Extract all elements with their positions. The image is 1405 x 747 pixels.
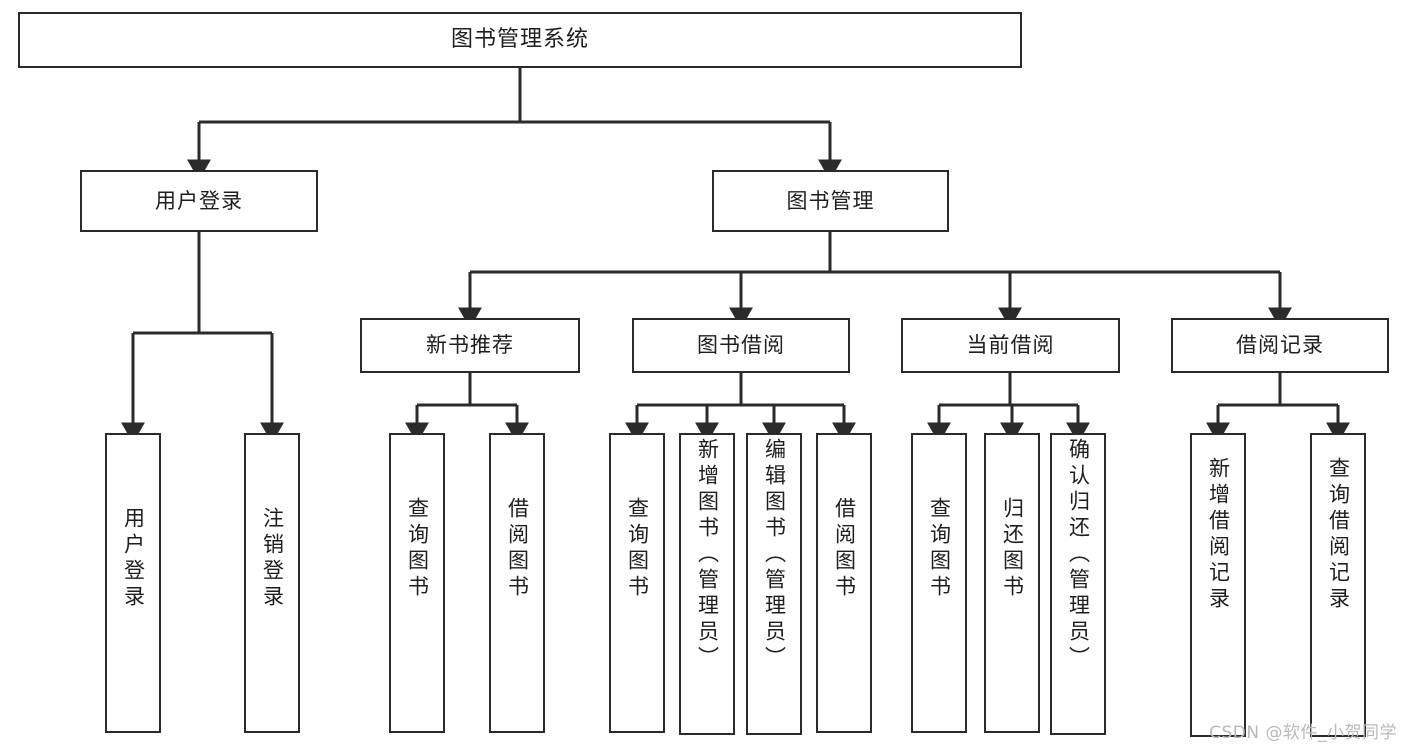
node-new-book-rec-label: 新书推荐: [426, 333, 514, 358]
node-leaf-confirm-return-label: 确认归还（管理员）: [1066, 438, 1091, 672]
node-leaf-add-record-label: 新增借阅记录: [1206, 457, 1231, 613]
node-leaf-logout-label: 注销登录: [260, 507, 285, 611]
node-book-borrow-label: 图书借阅: [697, 333, 785, 358]
node-leaf-query-book-1-label: 查询图书: [405, 497, 430, 601]
node-current-borrow-label: 当前借阅: [966, 333, 1055, 358]
node-leaf-query-book-2-label: 查询图书: [625, 497, 650, 601]
node-leaf-query-book-1[interactable]: 查询图书: [389, 433, 445, 733]
node-root-label: 图书管理系统: [450, 27, 589, 53]
node-borrow-record-label: 借阅记录: [1236, 333, 1324, 358]
node-leaf-borrow-book-2[interactable]: 借阅图书: [816, 433, 872, 733]
node-leaf-borrow-book-1-label: 借阅图书: [505, 497, 530, 601]
node-leaf-borrow-book-2-label: 借阅图书: [832, 497, 857, 601]
node-book-manage[interactable]: 图书管理: [712, 170, 949, 232]
node-user-login-label: 用户登录: [155, 188, 243, 213]
node-current-borrow[interactable]: 当前借阅: [901, 318, 1120, 373]
node-root[interactable]: 图书管理系统: [18, 12, 1022, 68]
node-leaf-borrow-book-1[interactable]: 借阅图书: [489, 433, 545, 733]
node-new-book-rec[interactable]: 新书推荐: [360, 318, 580, 373]
node-book-manage-label: 图书管理: [786, 188, 875, 213]
node-leaf-query-record[interactable]: 查询借阅记录: [1310, 433, 1366, 737]
node-user-login[interactable]: 用户登录: [80, 170, 318, 232]
node-leaf-edit-book[interactable]: 编辑图书（管理员）: [746, 433, 802, 735]
node-leaf-logout[interactable]: 注销登录: [244, 433, 300, 733]
watermark: CSDN @软件_小贺同学: [1209, 723, 1397, 743]
node-borrow-record[interactable]: 借阅记录: [1171, 318, 1389, 373]
node-leaf-add-record[interactable]: 新增借阅记录: [1190, 433, 1246, 737]
node-leaf-return-book-label: 归还图书: [1000, 497, 1025, 601]
node-leaf-return-book[interactable]: 归还图书: [984, 433, 1040, 733]
node-leaf-edit-book-label: 编辑图书（管理员）: [762, 438, 787, 672]
node-leaf-user-login[interactable]: 用户登录: [105, 433, 161, 733]
node-leaf-query-book-2[interactable]: 查询图书: [609, 433, 665, 733]
node-book-borrow[interactable]: 图书借阅: [632, 318, 850, 373]
node-leaf-query-book-3[interactable]: 查询图书: [911, 433, 967, 733]
node-leaf-add-book-label: 新增图书（管理员）: [695, 438, 720, 672]
node-leaf-user-login-label: 用户登录: [121, 507, 146, 611]
node-leaf-add-book[interactable]: 新增图书（管理员）: [679, 433, 735, 735]
node-leaf-confirm-return[interactable]: 确认归还（管理员）: [1050, 433, 1106, 735]
node-leaf-query-book-3-label: 查询图书: [927, 497, 952, 601]
node-leaf-query-record-label: 查询借阅记录: [1326, 457, 1351, 613]
